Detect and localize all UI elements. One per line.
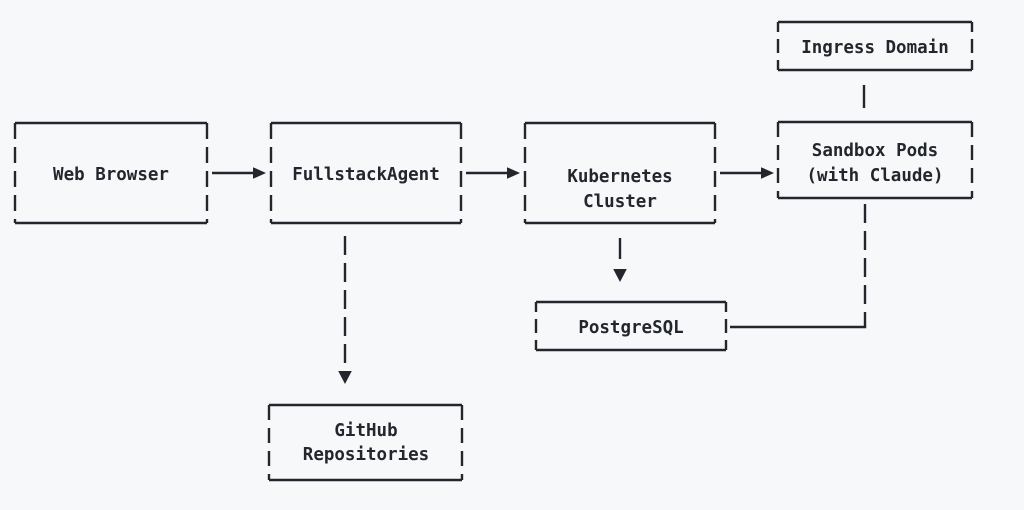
node-sandbox-pods-label-line2: (with Claude) bbox=[807, 166, 944, 186]
arrowhead-right-icon bbox=[507, 167, 520, 179]
node-postgresql: PostgreSQL bbox=[534, 300, 728, 352]
node-postgresql-label: PostgreSQL bbox=[578, 318, 683, 338]
edge-kubernetes-cluster-to-postgresql bbox=[613, 238, 627, 282]
node-kubernetes-cluster-label-line1: Kubernetes bbox=[567, 167, 672, 187]
node-kubernetes-cluster: Kubernetes Cluster bbox=[523, 121, 717, 225]
node-ingress-domain: Ingress Domain bbox=[776, 20, 974, 72]
edge-web-browser-to-fullstack-agent bbox=[212, 167, 266, 179]
node-web-browser: Web Browser bbox=[13, 121, 209, 225]
node-ingress-domain-label: Ingress Domain bbox=[801, 38, 949, 58]
node-web-browser-label: Web Browser bbox=[53, 165, 169, 185]
edge-kubernetes-cluster-to-sandbox-pods bbox=[720, 167, 774, 179]
edge-fullstack-agent-to-kubernetes-cluster bbox=[466, 167, 520, 179]
arrowhead-down-icon bbox=[613, 269, 627, 282]
arrowhead-down-icon bbox=[338, 371, 352, 384]
node-github-repositories: GitHub Repositories bbox=[267, 403, 464, 482]
node-kubernetes-cluster-label-line2: Cluster bbox=[583, 192, 657, 212]
node-fullstack-agent-label: FullstackAgent bbox=[292, 165, 440, 185]
arrowhead-right-icon bbox=[761, 167, 774, 179]
node-fullstack-agent: FullstackAgent bbox=[269, 121, 463, 225]
node-sandbox-pods-label-line1: Sandbox Pods bbox=[812, 141, 938, 161]
edge-fullstack-agent-to-github-repositories bbox=[338, 236, 352, 384]
node-sandbox-pods: Sandbox Pods (with Claude) bbox=[776, 120, 974, 200]
edge-sandbox-pods-to-postgresql bbox=[730, 204, 867, 329]
node-github-repositories-label-line2: Repositories bbox=[303, 445, 429, 465]
node-github-repositories-label-line1: GitHub bbox=[334, 421, 397, 441]
arrowhead-right-icon bbox=[253, 167, 266, 179]
